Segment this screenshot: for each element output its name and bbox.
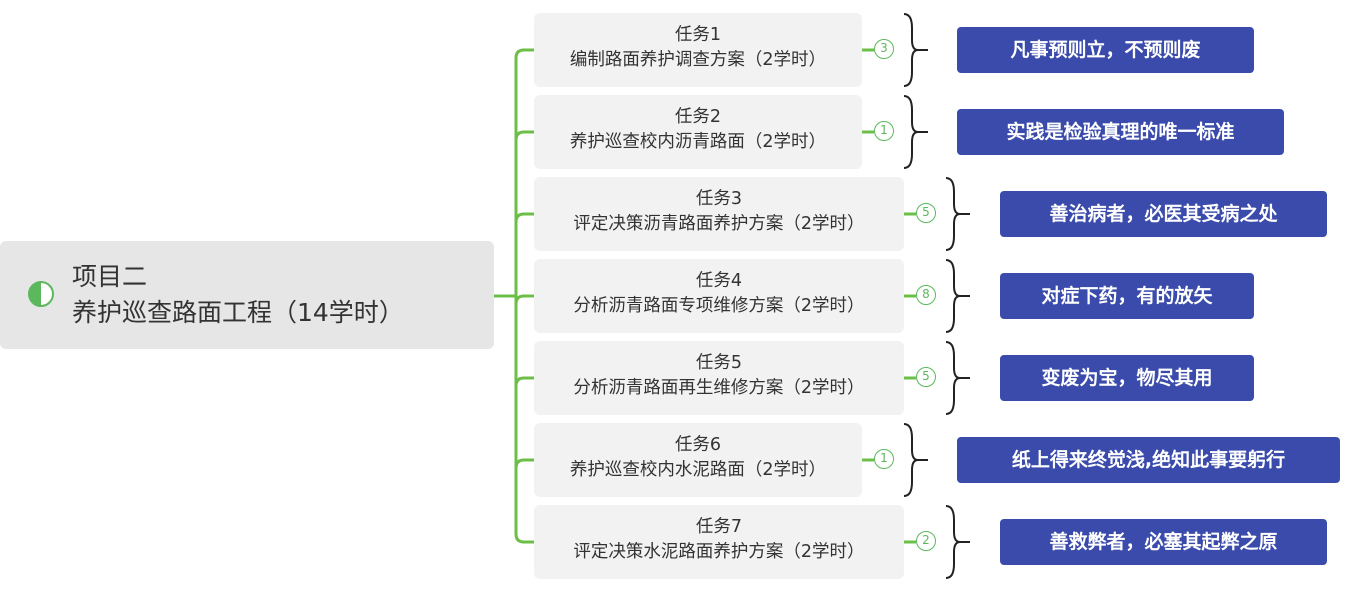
branch-connector (514, 294, 534, 305)
summary-brace (945, 505, 961, 579)
summary-quote-3[interactable]: 善治病者，必医其受病之处 (1000, 191, 1327, 237)
task-node-1[interactable]: 任务1 编制路面养护调查方案（2学时） (534, 13, 862, 87)
summary-brace (945, 259, 961, 333)
task-node-6[interactable]: 任务6 养护巡查校内水泥路面（2学时） (534, 423, 862, 497)
task-description: 评定决策水泥路面养护方案（2学时） (573, 542, 865, 562)
task-title: 任务5 (695, 353, 743, 373)
branch-connector (514, 458, 534, 469)
branch-connector (514, 212, 534, 223)
summary-brace (945, 341, 961, 415)
branch-connector (514, 130, 534, 141)
summary-brace (903, 95, 919, 169)
task-description: 评定决策沥青路面养护方案（2学时） (573, 214, 865, 234)
task-title: 任务1 (674, 25, 722, 45)
task-node-3[interactable]: 任务3 评定决策沥青路面养护方案（2学时） (534, 177, 904, 251)
collapse-count-badge[interactable]: 5 (916, 203, 936, 223)
summary-quote-5[interactable]: 变废为宝，物尽其用 (1000, 355, 1254, 401)
root-title: 项目二 (72, 262, 148, 291)
task-description: 分析沥青路面再生维修方案（2学时） (573, 378, 865, 398)
summary-quote-2[interactable]: 实践是检验真理的唯一标准 (957, 109, 1284, 155)
summary-quote-6[interactable]: 纸上得来终觉浅,绝知此事要躬行 (957, 437, 1340, 483)
collapse-count-badge[interactable]: 1 (874, 449, 894, 469)
summary-quote-1[interactable]: 凡事预则立，不预则废 (957, 27, 1254, 73)
task-node-2[interactable]: 任务2 养护巡查校内沥青路面（2学时） (534, 95, 862, 169)
half-circle-progress-icon (28, 281, 54, 307)
task-description: 分析沥青路面专项维修方案（2学时） (573, 296, 865, 316)
collapse-count-badge[interactable]: 8 (916, 285, 936, 305)
collapse-count-badge[interactable]: 2 (916, 531, 936, 551)
task-description: 养护巡查校内沥青路面（2学时） (569, 132, 827, 152)
collapse-count-badge[interactable]: 5 (916, 367, 936, 387)
collapse-count-badge[interactable]: 3 (874, 39, 894, 59)
summary-brace (903, 13, 919, 87)
branch-bus (514, 48, 534, 544)
task-node-4[interactable]: 任务4 分析沥青路面专项维修方案（2学时） (534, 259, 904, 333)
task-title: 任务7 (695, 517, 743, 537)
task-title: 任务6 (674, 435, 722, 455)
collapse-count-badge[interactable]: 1 (874, 121, 894, 141)
task-title: 任务4 (695, 271, 743, 291)
branch-connector (514, 376, 534, 387)
summary-brace (903, 423, 919, 497)
task-node-7[interactable]: 任务7 评定决策水泥路面养护方案（2学时） (534, 505, 904, 579)
task-title: 任务3 (695, 189, 743, 209)
task-description: 编制路面养护调查方案（2学时） (569, 50, 827, 70)
task-node-5[interactable]: 任务5 分析沥青路面再生维修方案（2学时） (534, 341, 904, 415)
task-description: 养护巡查校内水泥路面（2学时） (569, 460, 827, 480)
root-subtitle: 养护巡查路面工程（14学时） (72, 298, 404, 327)
summary-quote-4[interactable]: 对症下药，有的放矢 (1000, 273, 1254, 319)
summary-quote-7[interactable]: 善救弊者，必塞其起弊之原 (1000, 519, 1327, 565)
summary-brace (945, 177, 961, 251)
task-title: 任务2 (674, 107, 722, 127)
root-topic[interactable]: 项目二 养护巡查路面工程（14学时） (0, 241, 494, 349)
